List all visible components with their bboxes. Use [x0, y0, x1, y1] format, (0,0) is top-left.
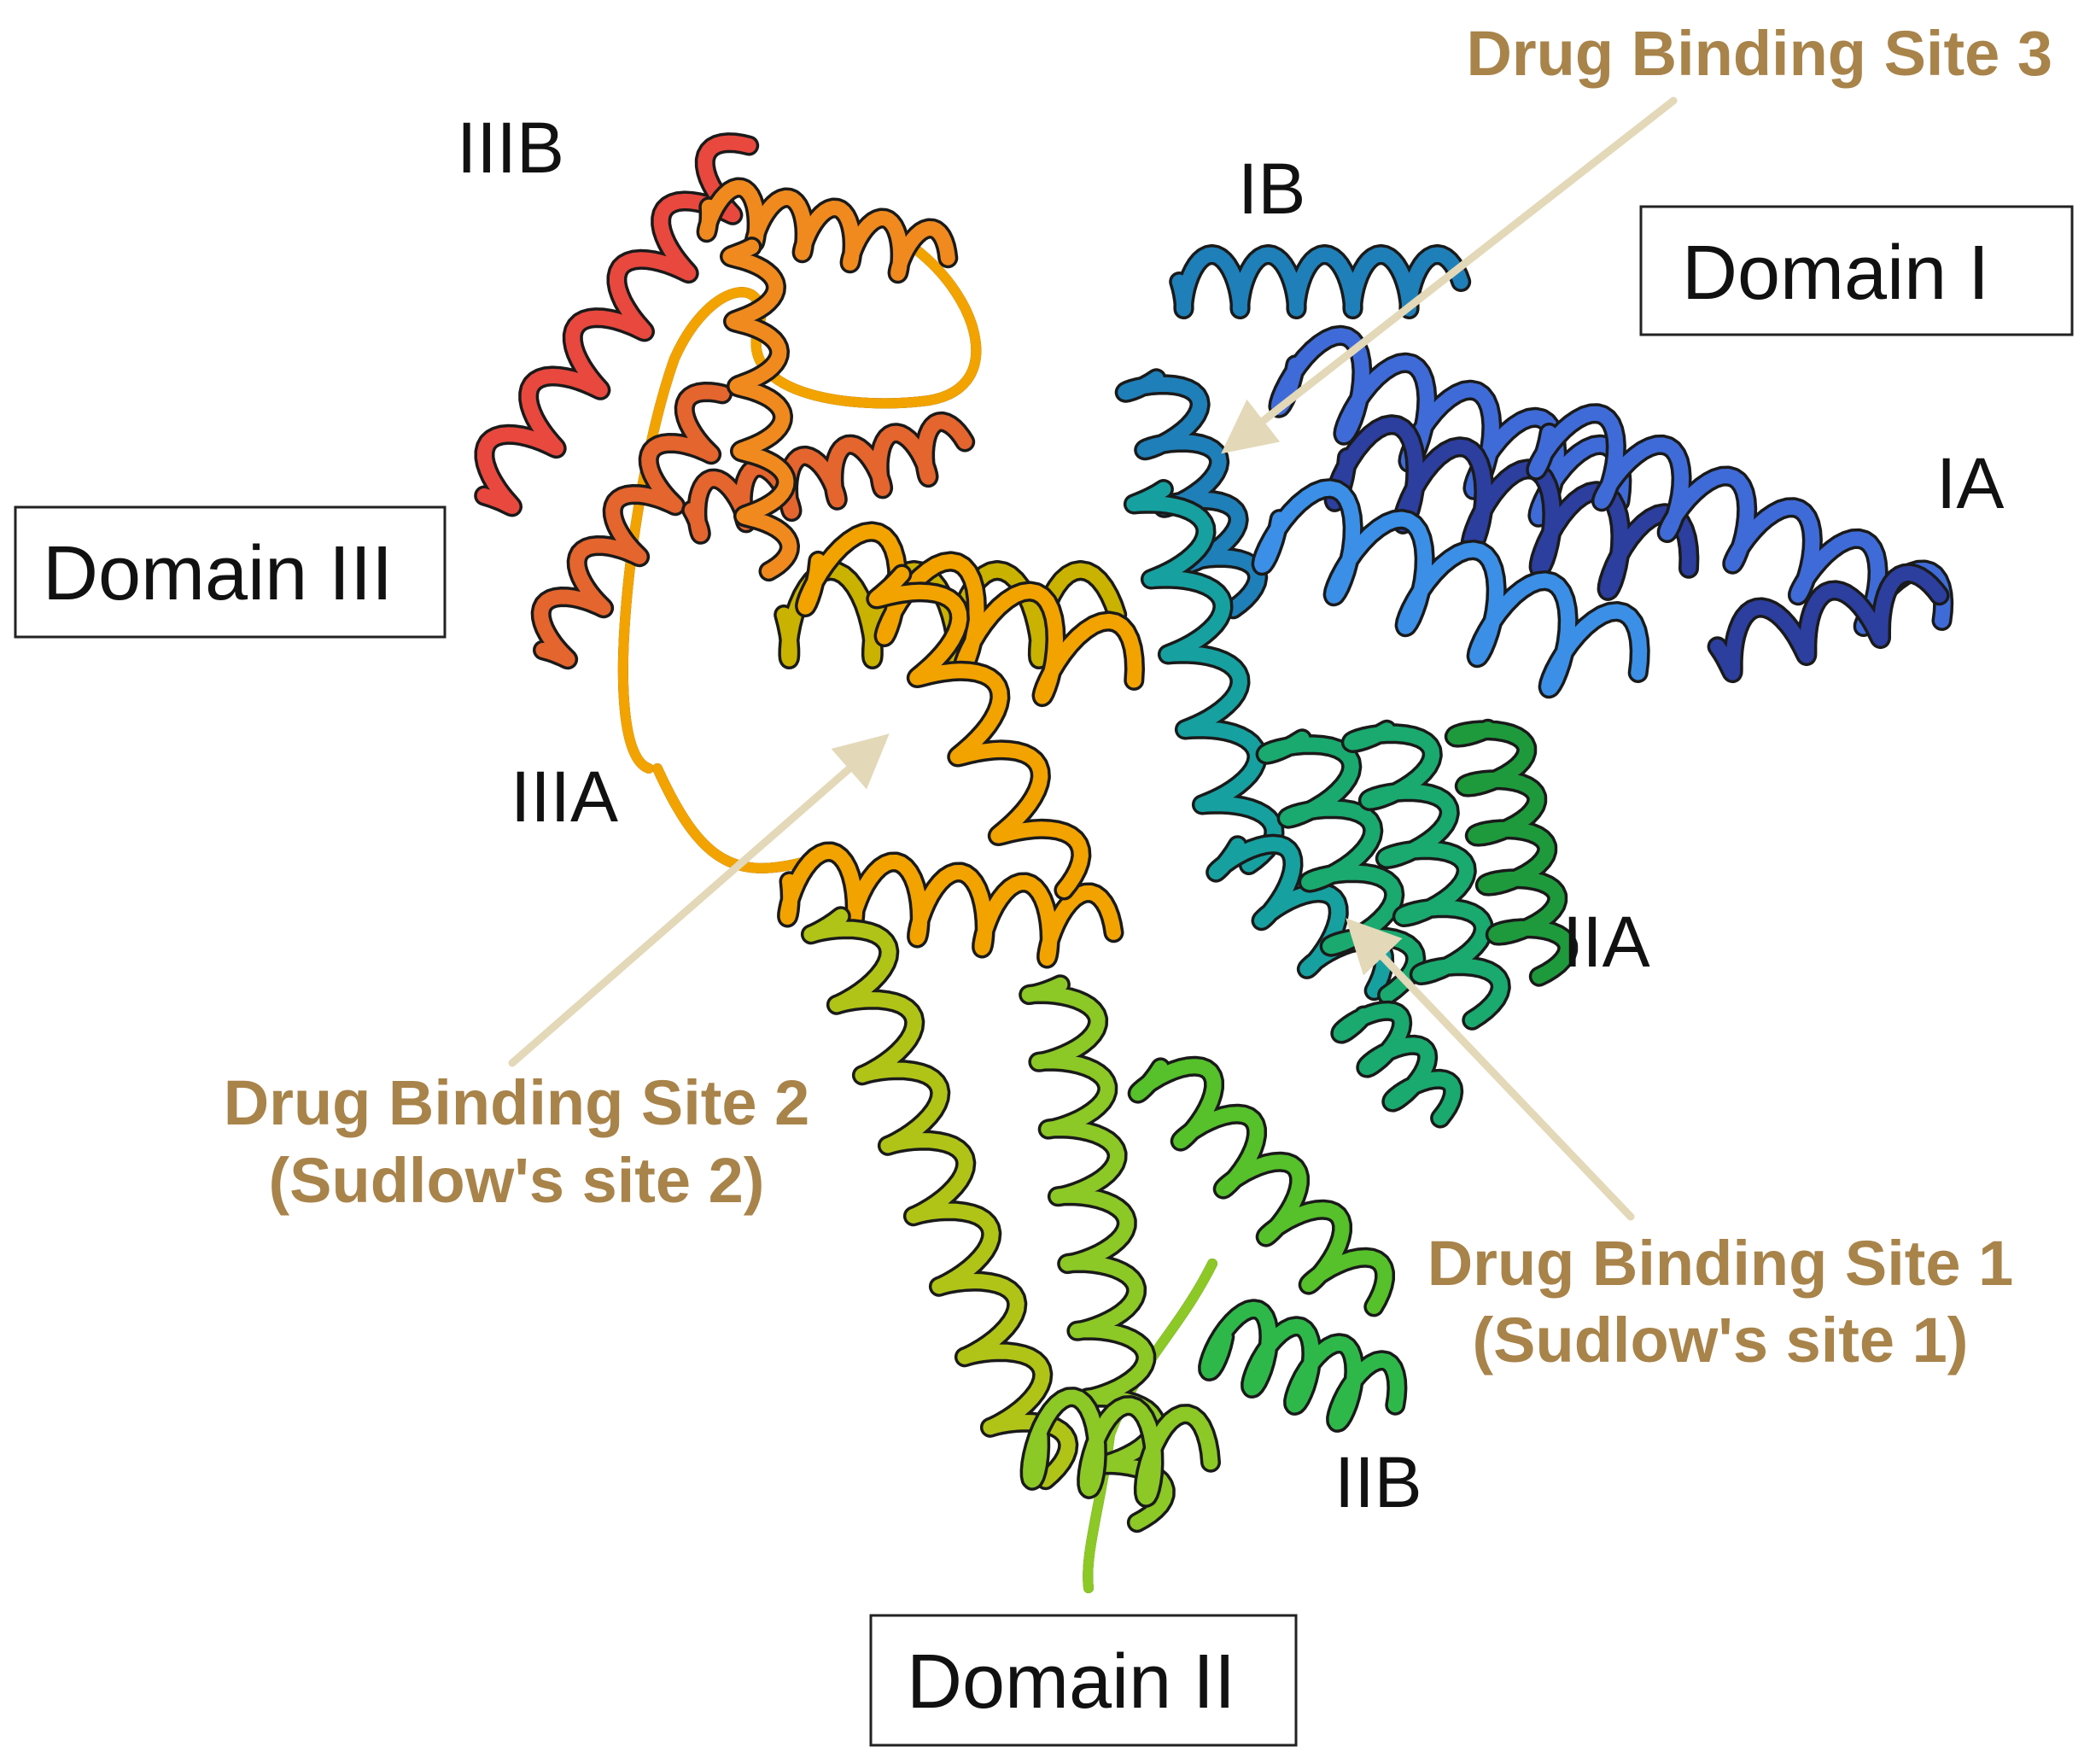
binding-site-3-label: Drug Binding Site 3: [1466, 18, 2052, 89]
domain-iii-helix: [779, 844, 1121, 966]
domain-ii-helix: [1200, 1301, 1404, 1430]
domain-ii-ribbon: [800, 906, 1408, 1593]
domain-i-label: Domain I: [1682, 231, 1989, 316]
binding-site-2-label: Drug Binding Site 2 (Sudlow's site 2): [224, 1067, 810, 1216]
subdomain-label-iiia: IIIA: [511, 756, 618, 837]
domain-i-box: Domain I: [1639, 205, 2074, 336]
subdomain-label-iia: IIA: [1562, 902, 1650, 982]
domain-ii-helix: [1023, 1389, 1218, 1505]
site-2-arrow: [508, 733, 890, 1067]
subdomain-label-iib: IIB: [1334, 1442, 1422, 1522]
subdomain-label-ia: IA: [1936, 443, 2004, 523]
domain-ii-helix-outline: [1127, 1055, 1395, 1317]
domain-ii-box: Domain II: [869, 1614, 1298, 1747]
domain-iii-helix: [722, 239, 797, 579]
domain-iii-helix: [797, 523, 1142, 704]
domain-i-helix: [1344, 722, 1509, 1028]
domain-iii-helix: [534, 384, 730, 667]
domain-i-helix-outline: [1251, 478, 1650, 699]
domain-i-helix: [1333, 1003, 1461, 1125]
binding-site-1-label: Drug Binding Site 1 (Sudlow's site 1): [1427, 1228, 2014, 1376]
subdomain-label-iiib: IIIB: [457, 108, 564, 188]
site-1-arrow: [1346, 918, 1635, 1221]
domain-i-helix: [1710, 565, 1947, 680]
domain-i-helix: [1258, 731, 1423, 1002]
binding-site-1-line2: (Sudlow's site 1): [1473, 1305, 1969, 1376]
binding-site-3-line1: Drug Binding Site 3: [1466, 18, 2052, 89]
domain-iii-helix: [868, 567, 1089, 897]
domain-iii-loop: [652, 763, 808, 873]
binding-site-1-line1: Drug Binding Site 1: [1427, 1228, 2014, 1299]
domain-iii-helix: [684, 414, 972, 542]
domain-ii-helix: [1130, 1059, 1392, 1314]
subdomain-label-ib: IB: [1238, 149, 1305, 229]
binding-site-2-line1: Drug Binding Site 2: [224, 1067, 810, 1138]
binding-site-2-line2: (Sudlow's site 2): [269, 1145, 765, 1216]
site-3-arrow: [1221, 96, 1678, 454]
domain-i-helix: [1528, 406, 1951, 634]
domain-iii-label: Domain III: [43, 531, 393, 616]
domain-i-helix: [1447, 721, 1575, 984]
domain-i-ribbon: [1114, 244, 1954, 1129]
domain-ii-label: Domain II: [907, 1639, 1235, 1725]
domain-ii-helix: [803, 908, 1076, 1487]
domain-i-helix: [1254, 481, 1648, 696]
domain-iii-ribbon: [474, 132, 1145, 969]
domain-i-helix: [1126, 482, 1281, 873]
domain-iii-box: Domain III: [14, 505, 447, 639]
domain-i-helix: [1327, 417, 1696, 599]
domain-iii-helix: [699, 180, 955, 281]
